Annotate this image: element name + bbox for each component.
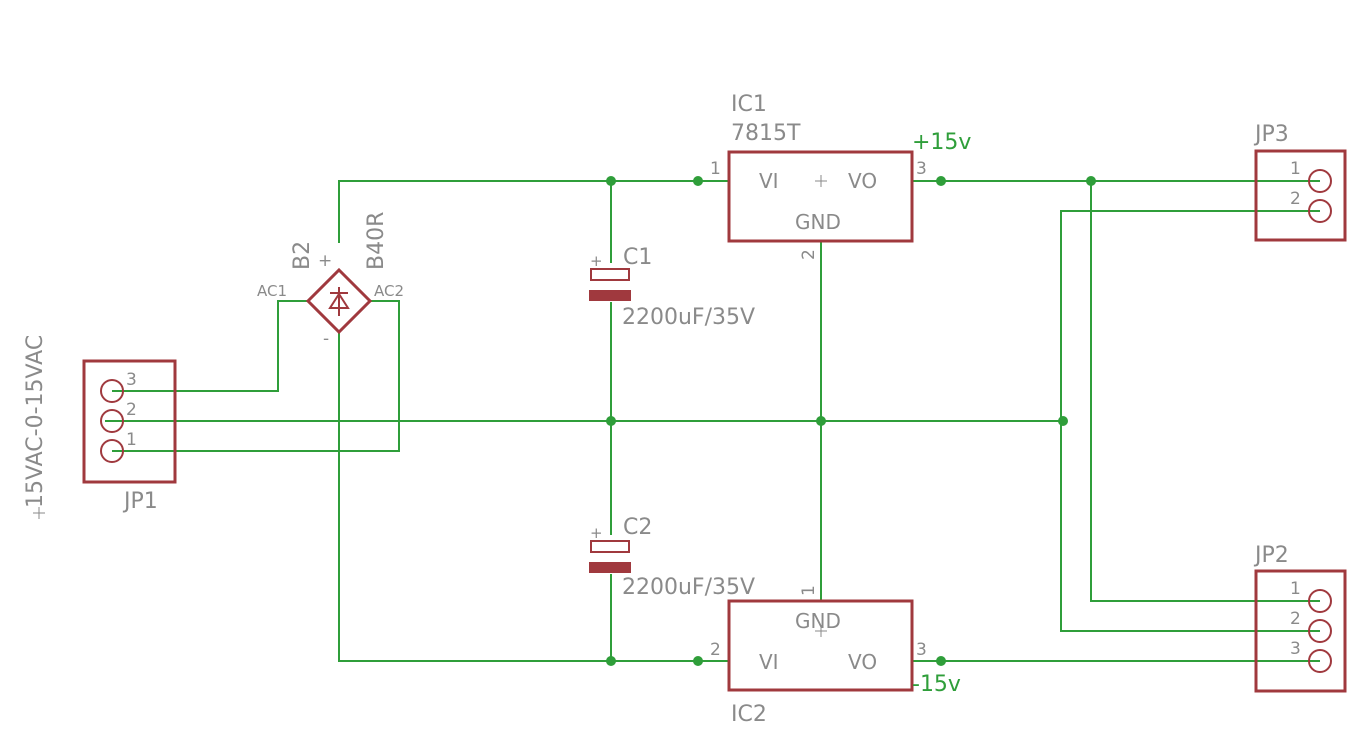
ic2-vi: VI: [759, 650, 779, 674]
connector-jp2: 1 2 3 JP2: [1253, 543, 1347, 693]
b2-ac1: AC1: [257, 282, 287, 300]
c2-value: 2200uF/35V: [622, 575, 755, 600]
b2-ac2: AC2: [374, 282, 404, 300]
connector-jp1: 3 2 1 JP1 15VAC-0-15VAC: [23, 335, 177, 519]
b2-value: B40R: [364, 212, 389, 270]
junction-dot: [936, 176, 946, 186]
c1-value: 2200uF/35V: [622, 305, 755, 330]
ic2-pin-in: 2: [710, 640, 721, 660]
jp2-pin-label: 2: [1290, 609, 1301, 629]
wire-jp1-pin1: [112, 300, 400, 452]
c2-polarity: +: [590, 524, 603, 542]
wire-jp1-pin3: [112, 300, 308, 392]
jp1-pin-label: 2: [126, 400, 137, 420]
bridge-rectifier-b2: + - AC1 AC2 B2 B40R: [257, 212, 404, 349]
capacitor-c2: + C2 2200uF/35V: [589, 515, 755, 600]
ic2-pin-gnd: 1: [799, 585, 819, 596]
jp3-pin-label: 1: [1290, 159, 1301, 179]
jp1-value: 15VAC-0-15VAC: [23, 335, 48, 508]
jp2-pin-label: 3: [1290, 639, 1301, 659]
ic1-vi: VI: [759, 169, 779, 193]
ic1-vo: VO: [848, 169, 877, 193]
junction-dot: [816, 416, 826, 426]
junction-dot: [693, 656, 703, 666]
ic2-gnd: GND: [795, 609, 841, 633]
junction-dot: [1058, 416, 1068, 426]
ic2-vo: VO: [848, 650, 877, 674]
wire-positive-to-jp2: [1090, 181, 1320, 602]
jp3-name: JP3: [1253, 122, 1289, 147]
jp3-pin-label: 2: [1290, 189, 1301, 209]
net-labels: +15v -15v: [912, 130, 971, 697]
junctions: [606, 176, 1096, 666]
ic1-value: 7815T: [731, 121, 801, 146]
wire-bottom-rail: [338, 333, 728, 662]
jp1-name: JP1: [122, 489, 158, 514]
ic1-pin-gnd: 2: [799, 249, 819, 260]
regulator-ic2: VI VO GND 2 3 1 IC2: [710, 585, 927, 727]
jp2-name: JP2: [1253, 543, 1289, 568]
b2-plus: +: [318, 251, 332, 271]
wire-gnd-jp3: [1060, 210, 1320, 632]
jp1-pin-label: 3: [126, 370, 137, 390]
jp2-pin-label: 1: [1290, 579, 1301, 599]
wire-top-rail: [338, 180, 728, 243]
b2-name: B2: [290, 241, 315, 270]
junction-dot: [693, 176, 703, 186]
junction-dot: [606, 416, 616, 426]
capacitor-c1: + C1 2200uF/35V: [589, 245, 755, 330]
regulator-ic1: VI VO GND 1 3 2 IC1 7815T: [710, 92, 927, 260]
ic2-pin-out: 3: [916, 640, 927, 660]
c1-name: C1: [623, 245, 652, 270]
c2-name: C2: [623, 515, 652, 540]
junction-dot: [936, 656, 946, 666]
junction-dot: [606, 176, 616, 186]
c1-polarity: +: [590, 252, 603, 270]
junction-dot: [1086, 176, 1096, 186]
connector-jp3: 1 2 JP3: [1253, 122, 1347, 242]
ic1-name: IC1: [731, 92, 767, 117]
b2-minus: -: [323, 329, 329, 349]
net-negative-label: -15v: [912, 672, 961, 697]
ic1-pin-in: 1: [710, 159, 721, 179]
ic2-name: IC2: [731, 702, 767, 727]
ic1-gnd: GND: [795, 210, 841, 234]
jp1-pin-label: 1: [126, 430, 137, 450]
net-positive-label: +15v: [912, 130, 971, 155]
ic1-pin-out: 3: [916, 159, 927, 179]
junction-dot: [606, 656, 616, 666]
